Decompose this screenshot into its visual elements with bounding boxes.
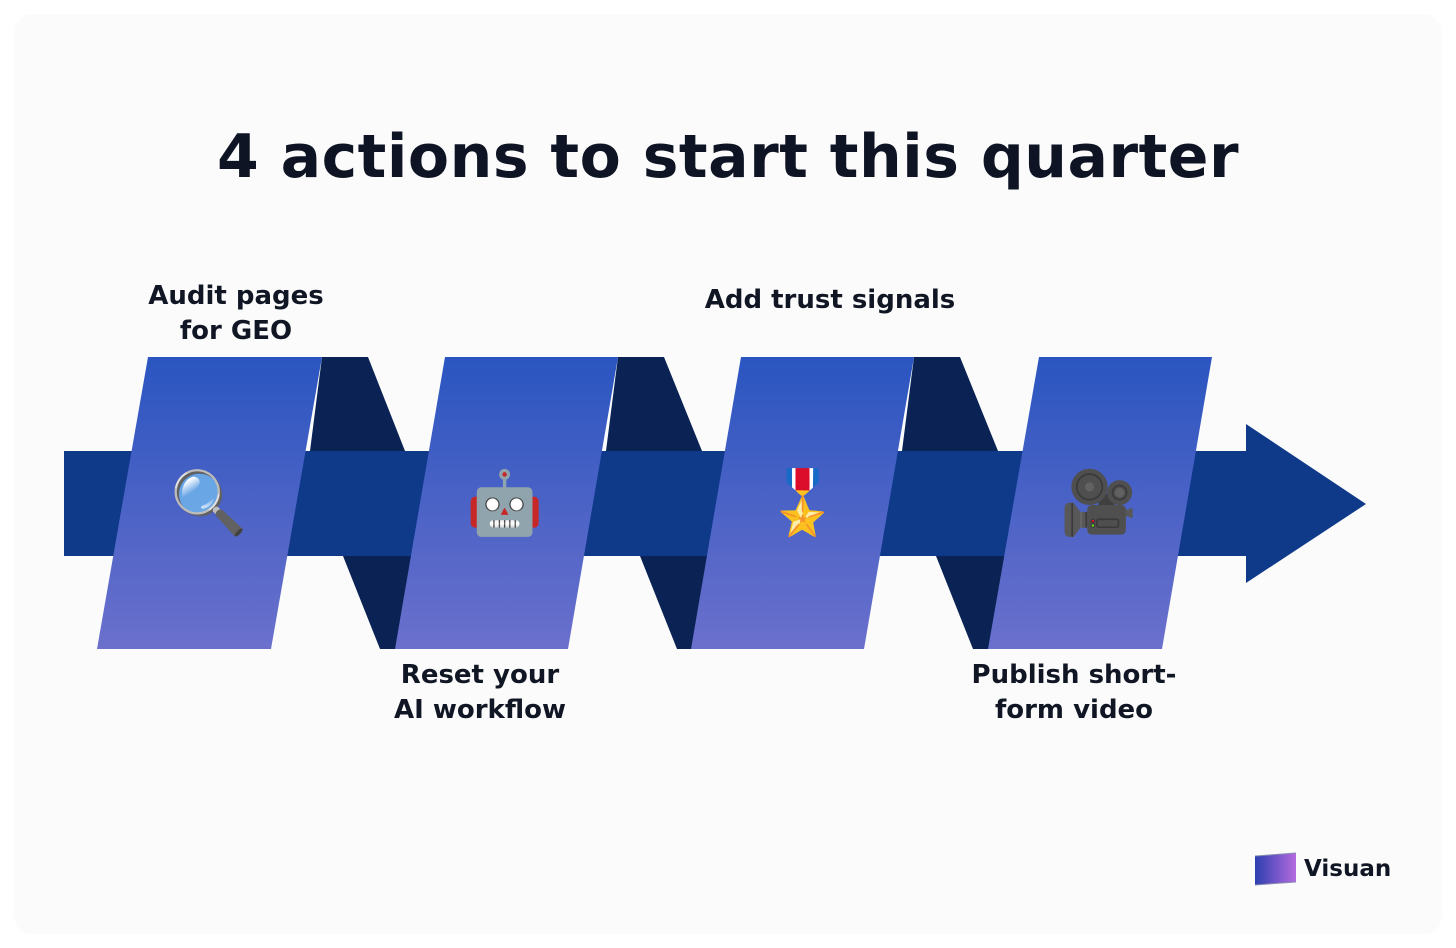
step-panel-4: [988, 357, 1212, 649]
fold-shadow-1: [310, 357, 405, 451]
robot-icon: 🤖: [466, 466, 544, 539]
step-panel-1: [97, 357, 322, 649]
magnifying-glass-icon: 🔍: [170, 466, 248, 539]
step-panel-2: [395, 357, 618, 649]
fold-shadow-2: [606, 357, 702, 451]
page-title: 4 actions to start this quarter: [216, 122, 1240, 192]
step-label-2: Reset your AI workflow: [394, 660, 566, 725]
fold-shadow-3: [902, 357, 998, 451]
arrow-head: [1246, 424, 1366, 583]
step-panel-3: [691, 357, 914, 649]
movie-camera-icon: 🎥: [1060, 466, 1138, 539]
medal-icon: 🎖️: [764, 466, 842, 539]
step-label-1: Audit pages for GEO: [148, 281, 324, 346]
step-label-4: Publish short- form video: [971, 660, 1177, 725]
visuan-logo-icon: [1254, 852, 1298, 886]
brand-logo: Visuan: [1254, 852, 1391, 886]
step-label-3: Add trust signals: [704, 285, 956, 315]
brand-name: Visuan: [1304, 856, 1392, 882]
